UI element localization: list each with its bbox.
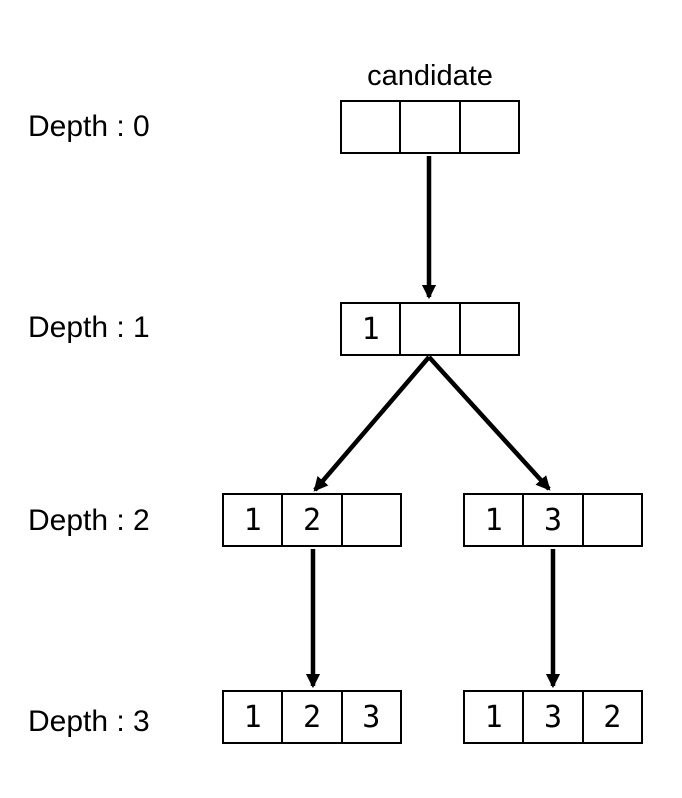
array-cell <box>401 102 461 152</box>
array-cell <box>401 304 461 354</box>
candidate-array-depth0 <box>340 100 520 154</box>
array-cell: 1 <box>342 304 402 354</box>
array-cell: 1 <box>224 495 284 545</box>
array-cell <box>342 102 402 152</box>
candidate-array-depth3-left: 1 2 3 <box>222 690 402 744</box>
depth-1-label: Depth : 1 <box>28 311 150 344</box>
depth-3-label: Depth : 3 <box>28 705 150 738</box>
candidate-array-depth1: 1 <box>340 302 520 356</box>
depth-2-label: Depth : 2 <box>28 504 150 537</box>
array-cell: 2 <box>603 699 622 735</box>
candidate-array-depth2-left: 1 2 <box>222 493 402 547</box>
arrow-down-left-icon <box>313 355 431 492</box>
candidate-array-depth3-right: 1 3 2 <box>463 690 643 744</box>
array-cell <box>461 102 518 152</box>
array-cell: 1 <box>465 495 525 545</box>
arrow-down-right-icon <box>427 355 551 491</box>
array-cell <box>461 304 518 354</box>
candidate-array-depth2-right: 1 3 <box>463 493 643 547</box>
array-cell: 2 <box>283 692 343 742</box>
array-cell: 2 <box>283 495 343 545</box>
array-cell: 3 <box>524 692 584 742</box>
array-cell: 3 <box>524 495 584 545</box>
array-cell: 1 <box>224 692 284 742</box>
candidate-title: candidate <box>367 60 493 92</box>
array-cell: 1 <box>465 692 525 742</box>
depth-0-label: Depth : 0 <box>28 110 150 143</box>
array-cell <box>584 495 641 545</box>
array-cell: 3 <box>362 699 381 735</box>
array-cell <box>343 495 400 545</box>
